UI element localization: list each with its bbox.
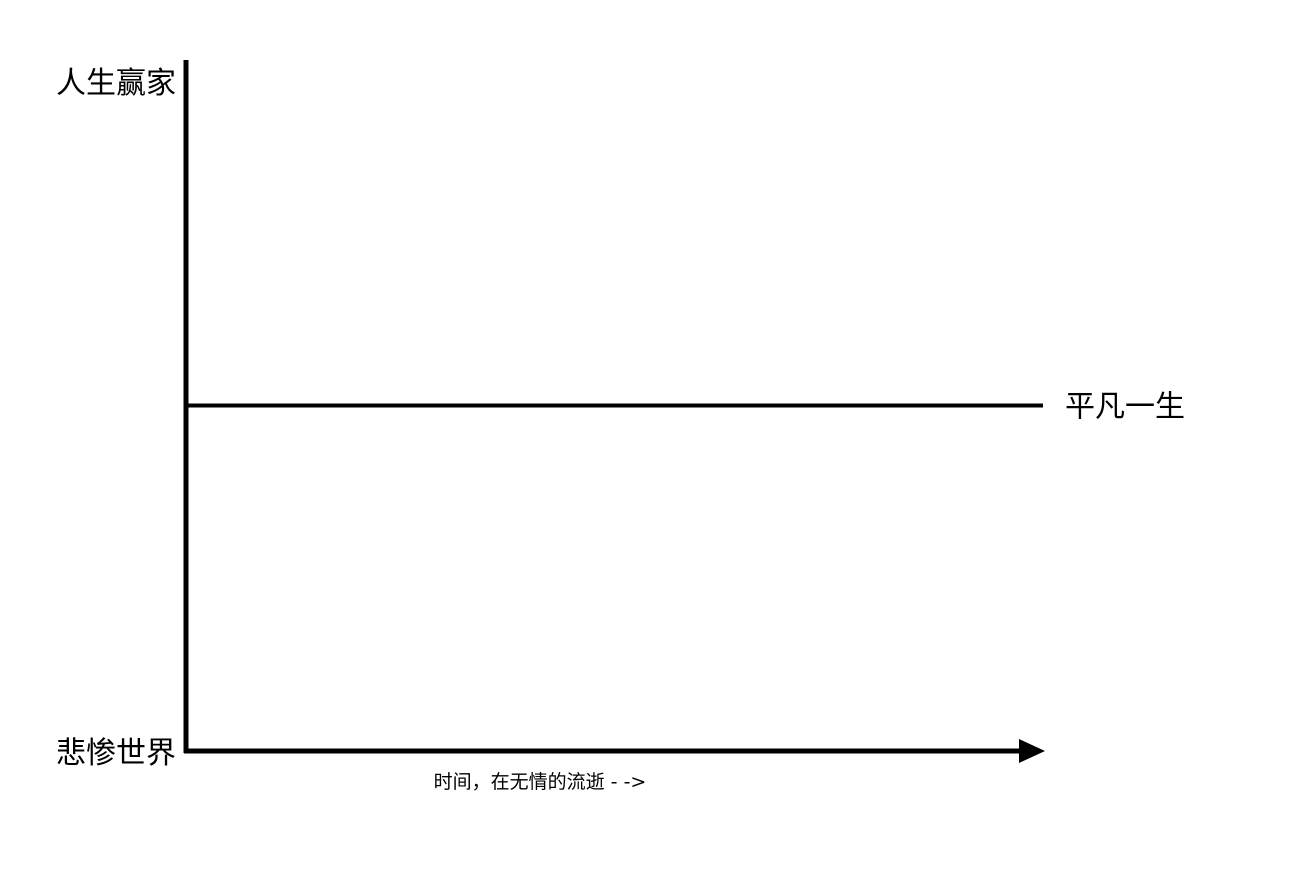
series-label-0: 平凡一生 xyxy=(1065,390,1185,425)
y-axis-top-label: 人生赢家 xyxy=(56,66,176,101)
y-axis-bottom-label: 悲惨世界 xyxy=(56,736,176,771)
x-axis-label: 时间，在无情的流逝 - -> xyxy=(434,771,647,793)
series-layer: 平凡一生 xyxy=(186,390,1185,425)
x-axis-arrowhead xyxy=(1019,739,1045,763)
